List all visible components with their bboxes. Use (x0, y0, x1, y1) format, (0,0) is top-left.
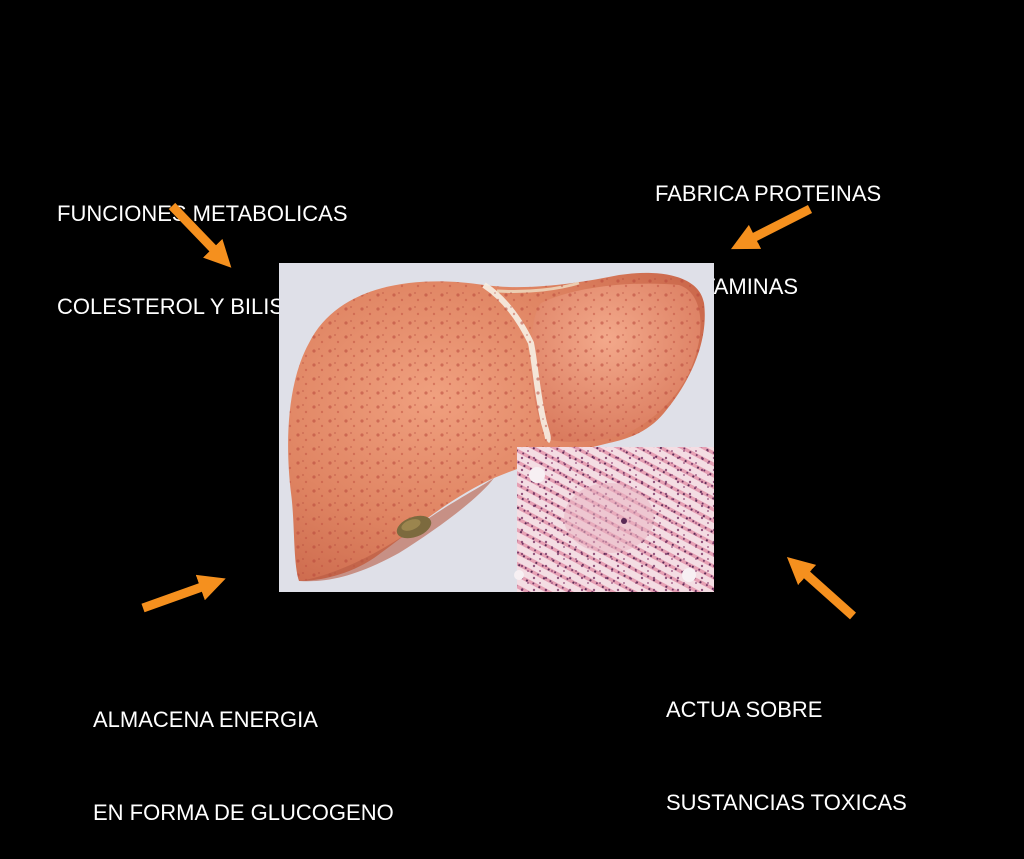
liver-image (279, 263, 714, 592)
arrow-top-left (168, 202, 232, 268)
label-line: SUSTANCIAS TOXICAS (666, 790, 907, 815)
liver-illustration (288, 272, 714, 592)
label-line: FABRICA PROTEINAS (655, 181, 882, 206)
label-funciones-metabolicas: FUNCIONES METABOLICAS COLESTEROL Y BILIS (57, 136, 348, 353)
label-line: ACTUA SOBRE (666, 697, 823, 722)
label-line: FUNCIONES METABOLICAS (57, 201, 348, 226)
histology-inset (514, 447, 714, 592)
label-line: COLESTEROL Y BILIS (57, 294, 285, 319)
label-line: EN FORMA DE GLUCOGENO (93, 800, 394, 825)
arrows-layer (141, 202, 856, 620)
arrow-bottom-right (786, 557, 856, 620)
arrow-bottom-left (141, 574, 226, 613)
label-line: ALMACENA ENERGIA (93, 707, 318, 732)
arrow-top-right (730, 204, 813, 250)
